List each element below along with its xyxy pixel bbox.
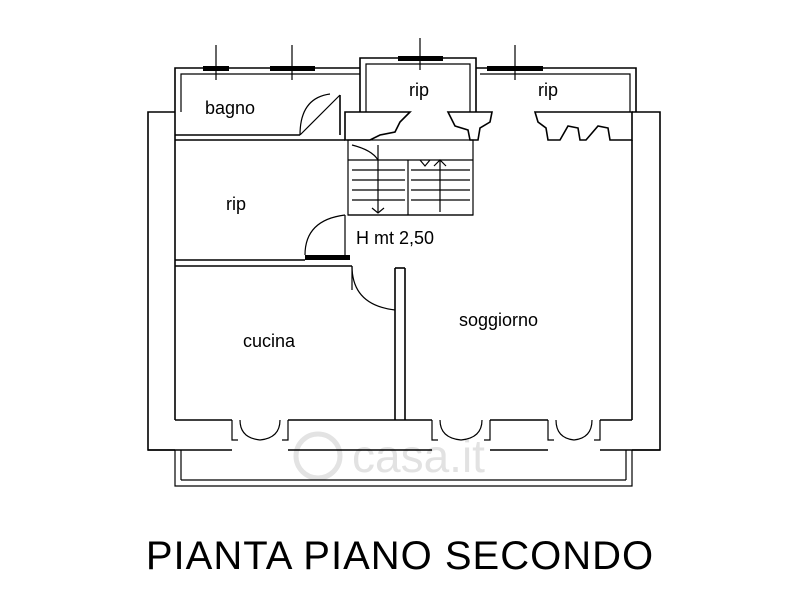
interior-walls bbox=[175, 139, 406, 420]
top-windows bbox=[203, 38, 543, 80]
outer-walls bbox=[147, 111, 661, 487]
room-label-soggiorno: soggiorno bbox=[459, 310, 538, 330]
room-label-rip-left: rip bbox=[226, 194, 246, 214]
height-note: H mt 2,50 bbox=[356, 228, 434, 248]
bottom-windows bbox=[231, 419, 601, 441]
room-label-cucina: cucina bbox=[243, 331, 296, 351]
room-label-rip-top-right: rip bbox=[538, 80, 558, 100]
room-label-rip-top-center: rip bbox=[409, 80, 429, 100]
staircase bbox=[347, 139, 474, 216]
watermark: casa.it bbox=[293, 430, 485, 482]
upper-walls bbox=[174, 57, 637, 141]
room-label-bagno: bagno bbox=[205, 98, 255, 118]
room-labels: bagno rip rip rip H mt 2,50 cucina soggi… bbox=[205, 80, 558, 351]
plan-title: PIANTA PIANO SECONDO bbox=[145, 534, 655, 578]
watermark-text: casa.it bbox=[352, 430, 485, 482]
